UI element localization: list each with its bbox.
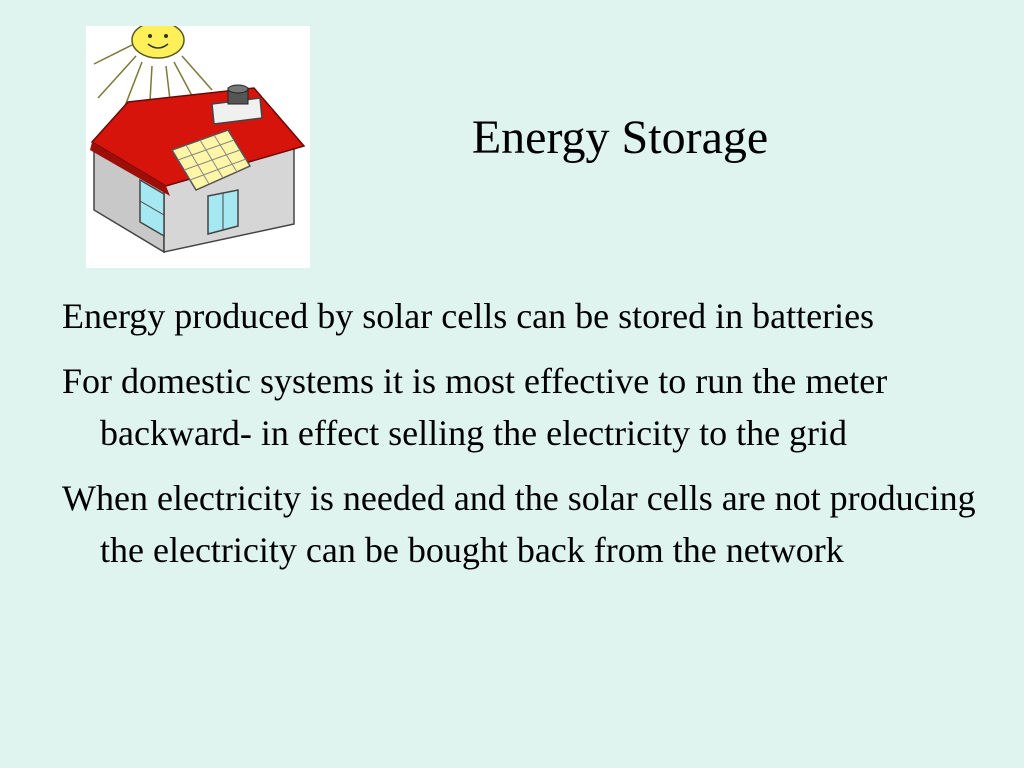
- slide-title: Energy Storage: [471, 111, 769, 164]
- solar-house-illustration: [86, 26, 310, 268]
- bullet-item: For domestic systems it is most effectiv…: [62, 361, 888, 453]
- solar-panel-icon: [170, 129, 252, 191]
- roof-edge: [90, 142, 170, 196]
- bullet-item: Energy produced by solar cells can be st…: [62, 296, 875, 336]
- bullet-item: When electricity is needed and the solar…: [62, 478, 976, 570]
- bullet-list: Energy produced by solar cells can be st…: [62, 290, 982, 589]
- sun-icon: [131, 26, 185, 59]
- chimney: [211, 84, 263, 125]
- solar-house-icon: [90, 26, 306, 254]
